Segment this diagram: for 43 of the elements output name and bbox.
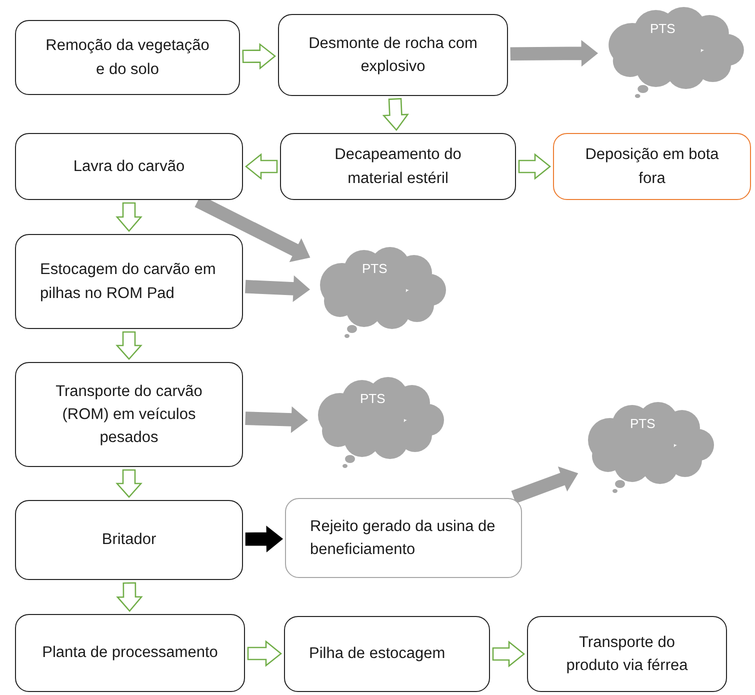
block-arrow [116, 582, 143, 612]
block-arrow [245, 526, 284, 552]
box-text: Desmonte de rocha com explosivo [308, 34, 478, 77]
block-arrow [518, 153, 552, 180]
block-arrow [382, 98, 410, 132]
box-text: Remoção da vegetação e do solo [44, 36, 210, 80]
block-arrow [510, 40, 598, 67]
process-box [278, 14, 508, 96]
box-text: Estocagem do carvão em pilhas no ROM Pad [40, 260, 217, 304]
block-arrow [242, 42, 276, 70]
process-box [15, 500, 243, 580]
process-box [553, 133, 751, 200]
process-box [15, 133, 243, 200]
process-box [285, 498, 522, 578]
process-box [15, 20, 240, 95]
process-box [284, 616, 490, 692]
block-arrow [247, 640, 282, 667]
box-text: Planta de processamento [42, 643, 218, 664]
block-arrow [245, 275, 310, 302]
block-arrow [511, 466, 578, 504]
block-arrow [492, 640, 526, 668]
process-box [527, 616, 727, 692]
cloud-label: PTS [650, 20, 676, 38]
process-box [15, 234, 243, 329]
cloud-label: PTS [360, 390, 386, 408]
block-arrow [245, 406, 308, 434]
box-text: Decapeamento do material estéril [334, 145, 462, 188]
box-text: Transporte do carvão (ROM) em veículos pesados [54, 382, 204, 448]
cloud-label: PTS [630, 415, 656, 433]
process-box [15, 614, 245, 692]
block-arrow [244, 153, 278, 180]
box-text: Transporte do produto via férrea [565, 632, 689, 676]
box-text: Rejeito gerado da usina de beneficiamento [310, 516, 496, 560]
box-text: Britador [102, 530, 156, 550]
block-arrow [116, 202, 142, 232]
box-text: Pilha de estocagem [309, 644, 446, 664]
process-box [280, 133, 516, 200]
box-text: Deposição em bota fora [584, 145, 720, 188]
process-box [15, 362, 243, 467]
cloud-label: PTS [362, 260, 388, 278]
box-text: Lavra do carvão [73, 156, 185, 177]
block-arrow [116, 469, 142, 498]
block-arrow [116, 331, 142, 360]
